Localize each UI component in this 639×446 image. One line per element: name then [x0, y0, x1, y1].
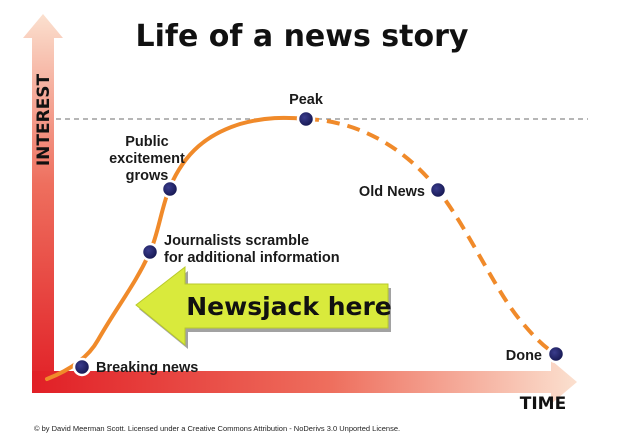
y-axis-label: INTEREST	[34, 73, 54, 166]
newsjack-label: Newsjack here	[186, 292, 391, 321]
label-done: Done	[506, 348, 542, 364]
newsjack-callout: Newsjack here	[135, 265, 392, 349]
marker-done	[546, 344, 566, 364]
newsjack-arrow	[135, 265, 389, 347]
label-old-news: Old News	[359, 184, 425, 200]
marker-breaking-news	[72, 357, 92, 377]
y-axis: INTEREST	[23, 14, 63, 392]
marker-peak	[296, 109, 316, 129]
x-axis: TIME	[32, 360, 577, 414]
marker-journalists	[140, 242, 160, 262]
page-title: Life of a news story	[136, 19, 469, 54]
label-public-line1: Public	[125, 134, 169, 150]
label-journalists-line1: Journalists scramble	[164, 233, 309, 249]
license-credit: © by David Meerman Scott. Licensed under…	[34, 424, 400, 433]
marker-old-news	[428, 180, 448, 200]
x-axis-label: TIME	[520, 394, 566, 414]
label-peak: Peak	[289, 92, 324, 108]
stage-markers	[72, 109, 566, 377]
falling-curve	[305, 117, 557, 356]
stage-labels: Breaking news Journalists scramble for a…	[96, 92, 542, 376]
label-breaking-news: Breaking news	[96, 360, 198, 376]
rising-curve	[45, 115, 308, 381]
label-public-line2: excitement	[109, 151, 185, 167]
x-axis-arrow	[32, 360, 577, 404]
label-journalists-line2: for additional information	[164, 250, 340, 266]
label-public-line3: grows	[126, 168, 169, 184]
marker-public-excitement	[160, 179, 180, 199]
y-axis-arrow	[23, 14, 63, 392]
